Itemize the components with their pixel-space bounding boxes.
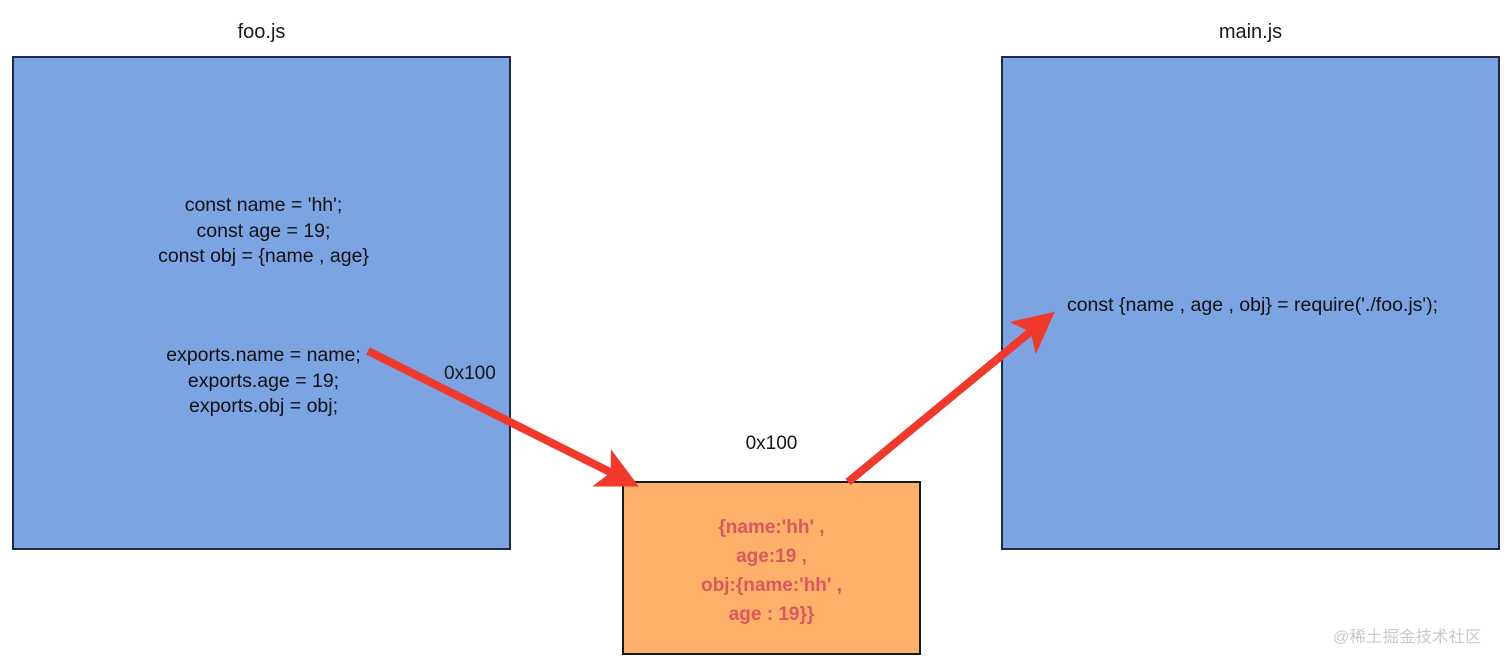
foo-js-code-declarations: const name = 'hh'; const age = 19; const…: [158, 194, 369, 267]
module-box-main-js: const {name , age , obj} = require('./fo…: [1001, 56, 1500, 550]
foo-js-code-exports: exports.name = name; exports.age = 19; e…: [166, 344, 361, 417]
memory-block-contents: {name:'hh' , age:19 , obj:{name:'hh' , a…: [701, 517, 842, 625]
memory-block: {name:'hh' , age:19 , obj:{name:'hh' , a…: [622, 481, 921, 655]
foo-js-title: foo.js: [237, 21, 286, 43]
watermark: @稀土掘金技术社区: [1333, 629, 1482, 646]
module-box-foo-js: const name = 'hh'; const age = 19; const…: [12, 56, 511, 550]
memory-address-label: 0x100: [745, 433, 798, 454]
main-js-title: main.js: [1218, 21, 1283, 43]
main-js-code-require: const {name , age , obj} = require('./fo…: [1066, 294, 1439, 316]
arrow-address-label: 0x100: [444, 363, 496, 384]
